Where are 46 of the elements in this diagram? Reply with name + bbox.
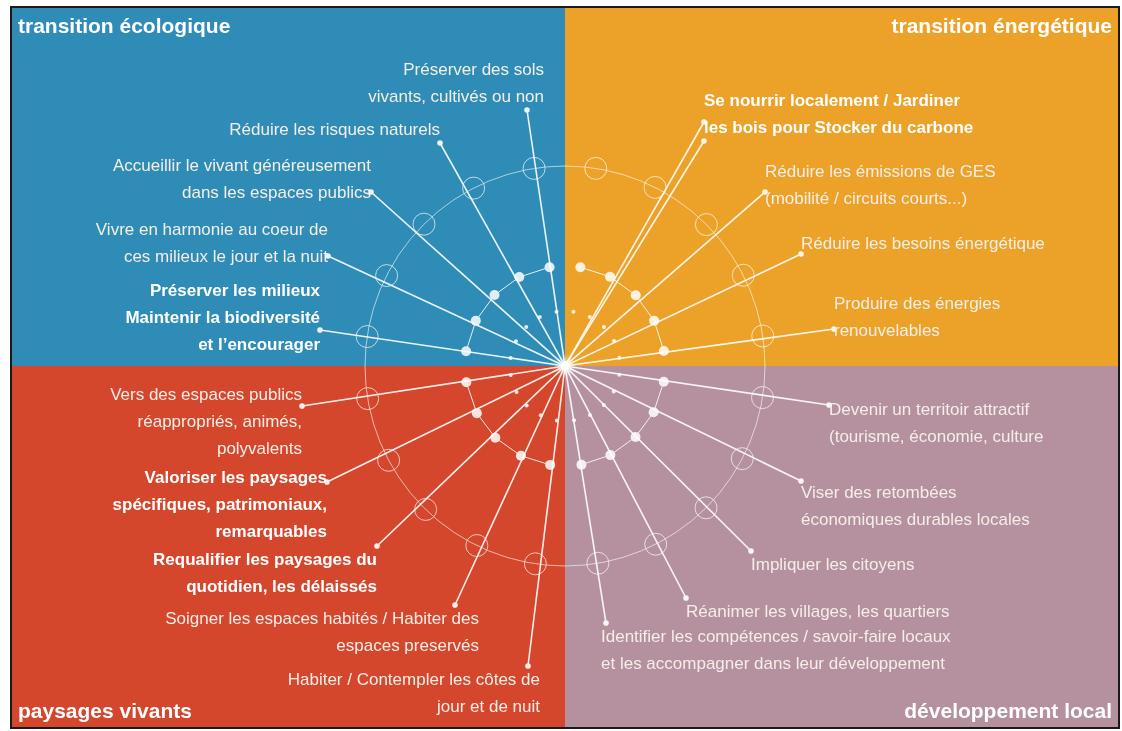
spoke-line <box>568 367 804 484</box>
quadrant-panel <box>565 8 1118 366</box>
quadrant-panel <box>12 8 565 366</box>
center-hub <box>560 361 570 371</box>
quadrant-heading: transition écologique <box>18 14 231 38</box>
goal-text: Réduire les besoins énergétique <box>801 230 1045 257</box>
goal-text: Viser des retombées économiques durables locales <box>801 479 1030 533</box>
goal-text: Habiter / Contempler les côtes de jour et de nuit <box>287 666 540 720</box>
quadrant-heading: transition énergétique <box>891 14 1112 38</box>
spoke-line <box>525 370 566 669</box>
goal-text: Se nourrir localement / Jardiner les bois pour Stocker du carbone <box>704 87 974 141</box>
spoke-line <box>524 107 566 362</box>
spoke-line <box>452 369 564 608</box>
goal-text: Réanimer les villages, les quartiers <box>686 598 950 625</box>
goal-text: Valoriser les paysages spécifiques, patrimoniaux, remarquables <box>112 464 327 545</box>
quadrant-panel <box>565 366 1118 727</box>
spoke-line <box>569 365 832 408</box>
spoke-line <box>569 326 837 367</box>
spoke-line <box>565 370 609 626</box>
goal-text: Produire des énergies renouvelables <box>834 290 1001 344</box>
goal-text: Devenir un territoir attractif (tourisme, économie, culture <box>829 396 1044 450</box>
spoke-line <box>568 189 768 364</box>
spoke-line <box>368 189 563 364</box>
goal-text: Vivre en harmonie au coeur de ces milieux le jour et la nuit <box>95 216 328 270</box>
quadrant-panel <box>12 366 565 727</box>
spoke-line <box>567 368 754 554</box>
goal-text: Vers des espaces publics réappropriés, animés, polyvalents <box>110 381 302 462</box>
spoke-line <box>437 140 564 363</box>
spoke-line <box>374 368 563 549</box>
goal-text: Accueillir le vivant généreusement dans les espaces publics <box>113 152 371 206</box>
goal-text: Impliquer les citoyens <box>751 551 915 578</box>
goal-text: Requalifier les paysages du quotidien, les délaissés <box>153 546 377 600</box>
spoke-line <box>566 369 689 601</box>
goal-text: Identifier les compétences / savoir-faire locaux et les accompagner dans leur développement <box>601 623 951 677</box>
goal-text: Réduire les émissions de GES (mobilité / circuits courts...) <box>765 158 996 212</box>
goal-text: Préserver des sols vivants, cultivés ou non <box>368 56 544 110</box>
goal-text: Soigner les espaces habités / Habiter des espaces preservés <box>165 605 479 659</box>
spoke-line <box>324 367 562 485</box>
spoke-line <box>568 251 804 365</box>
spoke-line <box>317 327 561 367</box>
spoke-line <box>299 366 561 409</box>
goal-text: Réduire les risques naturels <box>229 116 440 143</box>
goal-text: Préserver les milieux Maintenir la biodiversité et l’encourager <box>125 277 320 358</box>
spoke-line <box>325 253 562 365</box>
quadrant-heading: paysages vivants <box>18 699 192 723</box>
quadrant-heading: développement local <box>904 699 1112 723</box>
